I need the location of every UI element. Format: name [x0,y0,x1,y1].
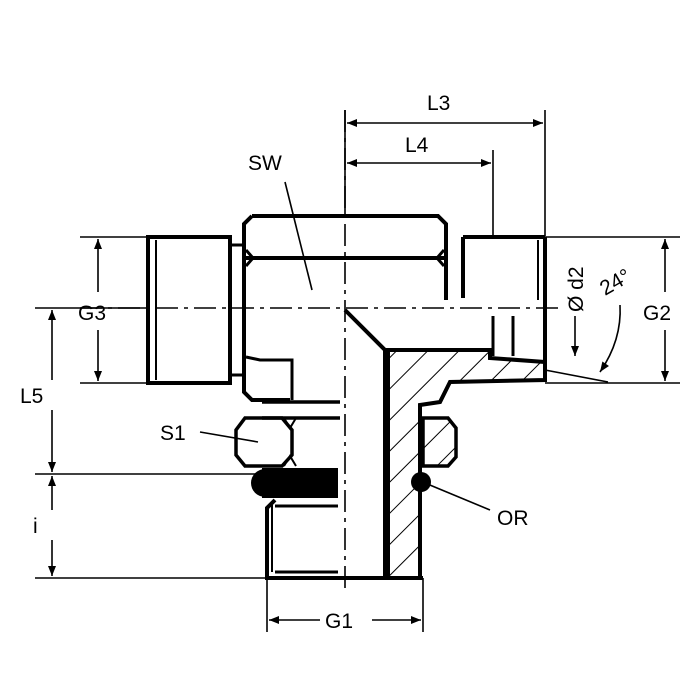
dimension-lines [48,119,669,624]
label-or: OR [497,507,529,530]
label-d2: Ø d2 [565,266,588,312]
label-i: i [33,515,38,538]
label-g3: G3 [78,302,106,325]
right-thread-body [461,235,547,380]
label-sw: SW [248,152,282,175]
section-hatch [386,348,547,580]
extension-lines [35,110,680,632]
o-ring [251,468,431,498]
left-thread-body [146,235,246,385]
label-l4: L4 [405,134,429,157]
leader-lines [199,181,491,511]
label-g1: G1 [325,610,353,633]
lock-nut-s1 [234,400,340,468]
right-ring-section [421,416,458,468]
label-l3: L3 [427,92,450,115]
bottom-thread-body [265,498,423,580]
label-l5: L5 [20,385,43,408]
bore-outline [343,308,387,578]
label-s1: S1 [160,422,186,445]
label-g2: G2 [643,302,671,325]
label-angle: 24° [596,265,635,301]
